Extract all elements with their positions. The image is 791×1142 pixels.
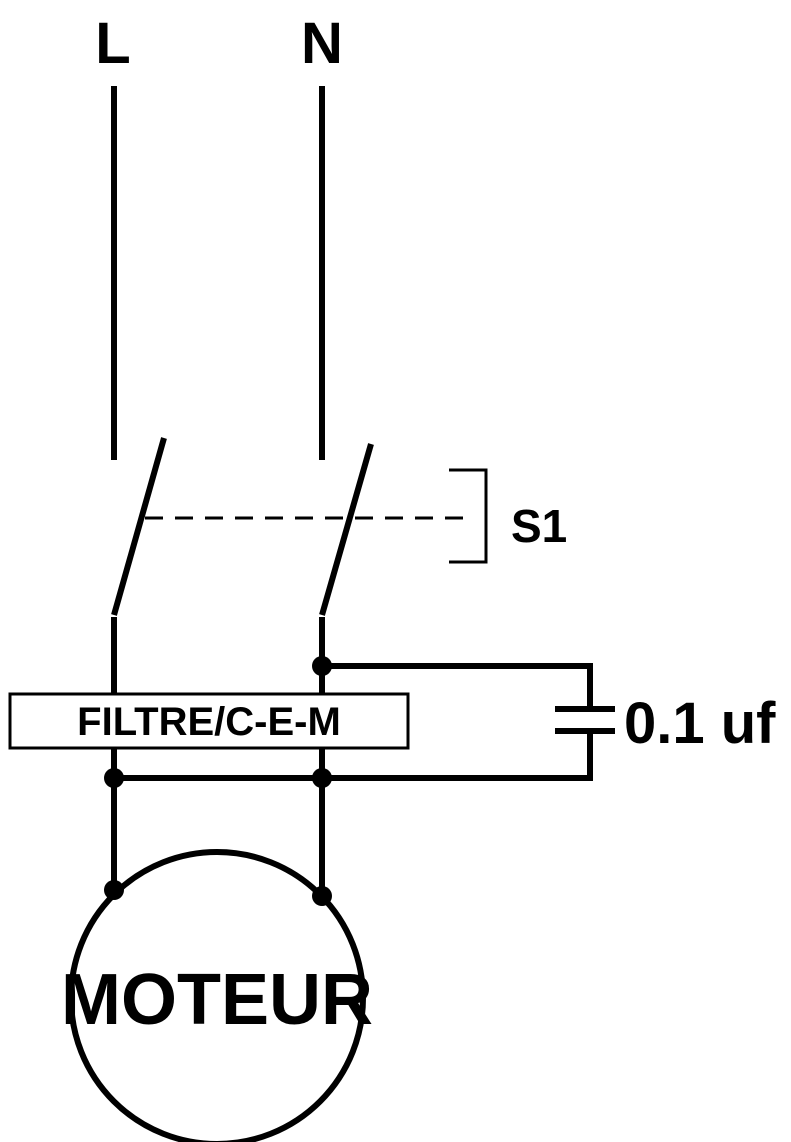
capacitor-wire-bottom <box>114 733 593 781</box>
capacitor-label: 0.1 uf <box>624 691 776 756</box>
switch-label: S1 <box>511 500 567 552</box>
emc-filter-label: FILTRE/C-E-M <box>77 700 341 744</box>
motor-terminal-neutral <box>312 886 332 906</box>
junction-dot-line-capacitor <box>104 768 124 788</box>
emc-filter-box <box>8 692 410 750</box>
neutral-terminal-label: N <box>301 11 343 76</box>
junction-dot-neutral-lower <box>312 768 332 788</box>
motor-circle <box>68 849 366 1142</box>
switch-contact-neutral <box>319 443 374 616</box>
motor-label: MOTEUR <box>61 960 373 1040</box>
capacitor-wire-top <box>322 663 593 706</box>
switch-bracket <box>449 468 488 564</box>
junction-dot-neutral-capacitor <box>312 656 332 676</box>
switch-contact-line <box>111 437 167 616</box>
line-terminal-label: L <box>95 11 130 76</box>
motor-terminal-line <box>104 880 124 900</box>
